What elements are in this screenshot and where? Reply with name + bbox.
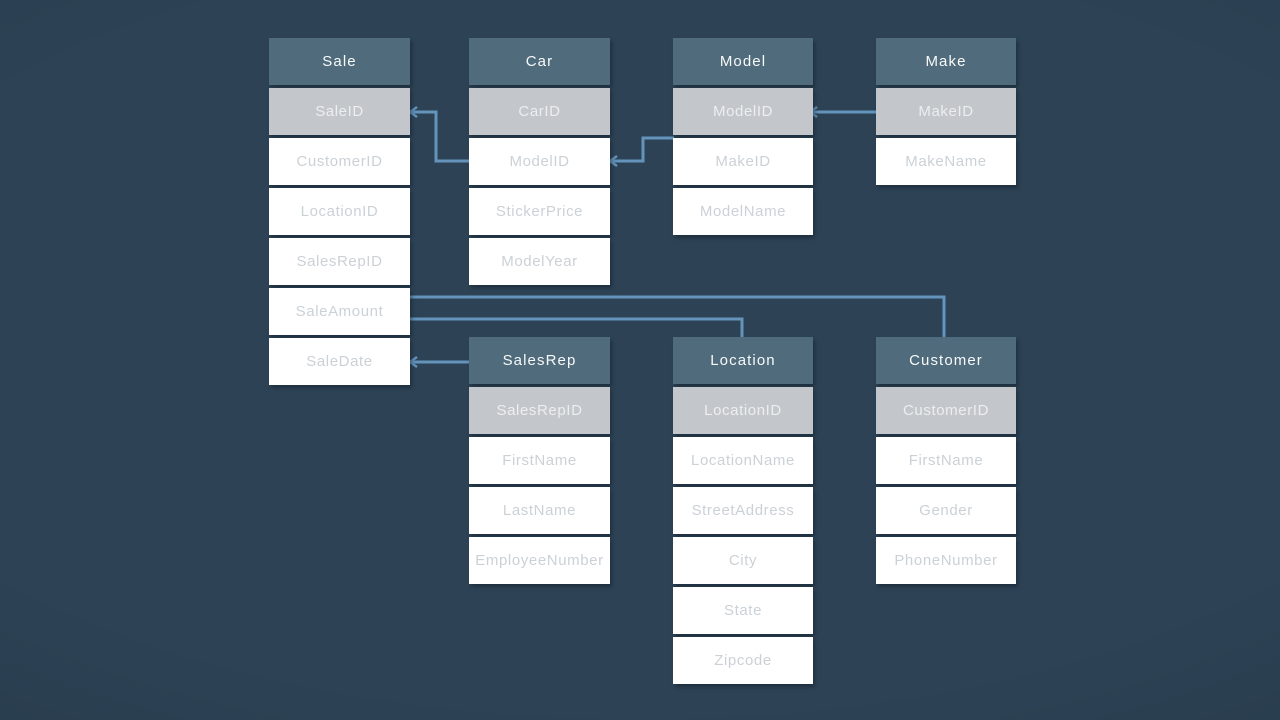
field-row[interactable]: LastName [469,487,610,534]
table-title-salesrep[interactable]: SalesRep [469,337,610,384]
field-row-pk[interactable]: SaleID [269,88,410,135]
field-row[interactable]: City [673,537,813,584]
entity-table-make[interactable]: Make MakeID MakeName [876,38,1016,188]
field-row[interactable]: SaleDate [269,338,410,385]
entity-table-sale[interactable]: Sale SaleID CustomerID LocationID SalesR… [269,38,410,388]
field-row[interactable]: CustomerID [269,138,410,185]
field-row-pk[interactable]: MakeID [876,88,1016,135]
field-row[interactable]: EmployeeNumber [469,537,610,584]
entity-table-location[interactable]: Location LocationID LocationName StreetA… [673,337,813,687]
field-row[interactable]: SalesRepID [269,238,410,285]
field-row[interactable]: LocationID [269,188,410,235]
entity-table-salesrep[interactable]: SalesRep SalesRepID FirstName LastName E… [469,337,610,587]
field-row[interactable]: FirstName [876,437,1016,484]
field-row[interactable]: Zipcode [673,637,813,684]
connector-car-model-arrowhead-icon [607,154,618,168]
entity-table-customer[interactable]: Customer CustomerID FirstName Gender Pho… [876,337,1016,587]
connector-sale-salesrep-arrowhead-icon [407,355,418,369]
field-row[interactable]: MakeName [876,138,1016,185]
field-row[interactable]: ModelName [673,188,813,235]
field-row[interactable]: PhoneNumber [876,537,1016,584]
field-row-pk[interactable]: CustomerID [876,387,1016,434]
field-row[interactable]: StickerPrice [469,188,610,235]
field-row-pk[interactable]: LocationID [673,387,813,434]
field-row[interactable]: StreetAddress [673,487,813,534]
field-row[interactable]: MakeID [673,138,813,185]
field-row[interactable]: State [673,587,813,634]
connector-sale-car-arrowhead-icon [407,105,418,119]
field-row[interactable]: FirstName [469,437,610,484]
table-title-model[interactable]: Model [673,38,813,85]
field-row-pk[interactable]: ModelID [673,88,813,135]
connector-car-model [610,136,674,163]
connector-sale-location [410,317,744,341]
table-title-location[interactable]: Location [673,337,813,384]
field-row[interactable]: LocationName [673,437,813,484]
entity-table-model[interactable]: Model ModelID MakeID ModelName [673,38,813,238]
table-title-make[interactable]: Make [876,38,1016,85]
connector-sale-customer [410,295,946,341]
table-title-sale[interactable]: Sale [269,38,410,85]
field-row[interactable]: ModelYear [469,238,610,285]
table-title-customer[interactable]: Customer [876,337,1016,384]
field-row-pk[interactable]: SalesRepID [469,387,610,434]
field-row[interactable]: ModelID [469,138,610,185]
field-row[interactable]: Gender [876,487,1016,534]
table-title-car[interactable]: Car [469,38,610,85]
field-row-pk[interactable]: CarID [469,88,610,135]
entity-table-car[interactable]: Car CarID ModelID StickerPrice ModelYear [469,38,610,288]
field-row[interactable]: SaleAmount [269,288,410,335]
connector-sale-car [410,110,470,163]
